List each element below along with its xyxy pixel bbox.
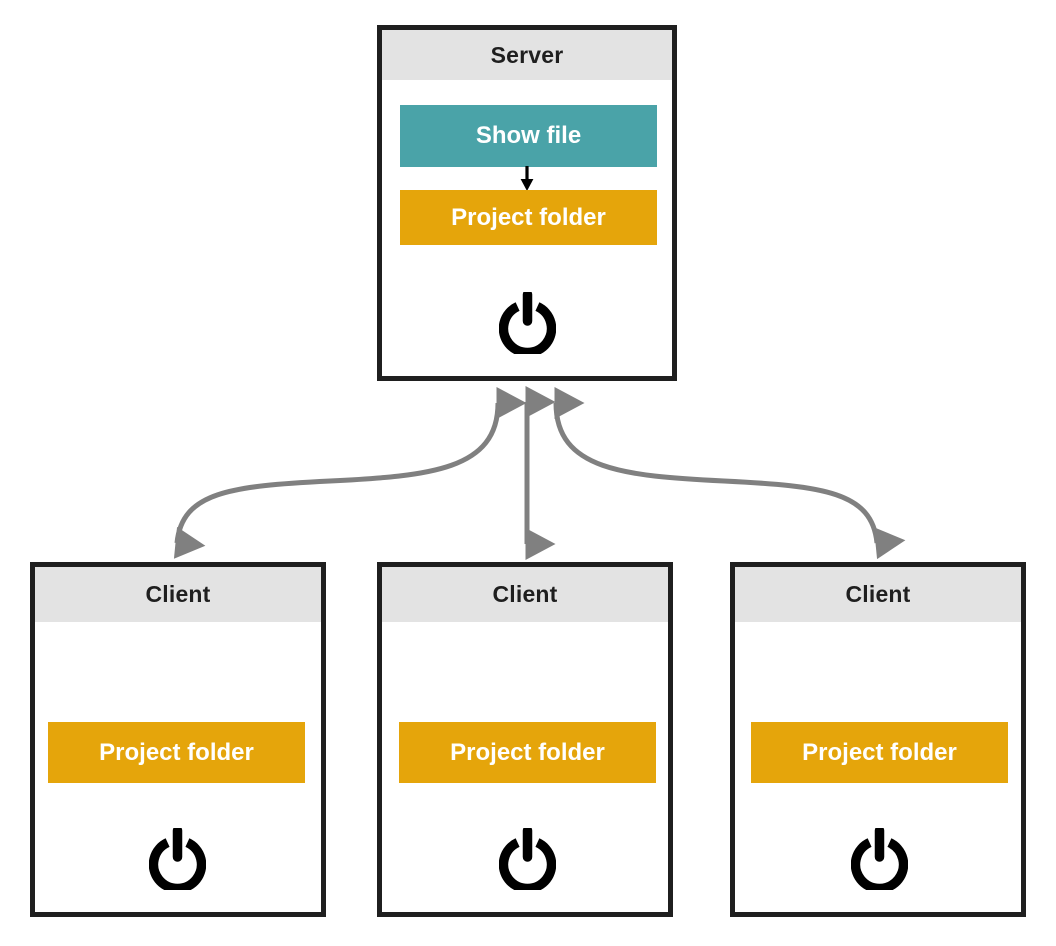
server-show-file-label: Show file — [475, 122, 582, 149]
server-power-icon[interactable] — [499, 292, 556, 354]
client-3-power-icon[interactable] — [851, 828, 908, 890]
server-client-3-connector — [553, 387, 906, 560]
server-show-file-block[interactable]: Show file — [400, 105, 657, 167]
client-2-header: Client — [382, 567, 668, 622]
server-project-folder-block[interactable]: Project folder — [400, 190, 657, 245]
client-2-project-folder-label: Project folder — [450, 738, 605, 766]
client-2-project-folder-block[interactable]: Project folder — [399, 722, 656, 783]
client-3-header: Client — [735, 567, 1021, 622]
client-2-title: Client — [492, 581, 558, 607]
server-client-1-connector — [173, 386, 527, 559]
server-header: Server — [382, 30, 672, 80]
server-project-folder-label: Project folder — [451, 203, 606, 231]
client-2-power-icon[interactable] — [499, 828, 556, 890]
server-title: Server — [490, 41, 564, 68]
client-3-project-folder-label: Project folder — [802, 738, 957, 766]
show-file-to-folder-arrow-icon — [520, 166, 534, 191]
client-3-title: Client — [845, 581, 911, 607]
client-1-project-folder-block[interactable]: Project folder — [48, 722, 305, 783]
client-1-power-icon[interactable] — [149, 828, 206, 890]
client-3-project-folder-block[interactable]: Project folder — [751, 722, 1008, 783]
client-1-header: Client — [35, 567, 321, 622]
client-1-title: Client — [145, 581, 211, 607]
client-1-project-folder-label: Project folder — [99, 738, 254, 766]
